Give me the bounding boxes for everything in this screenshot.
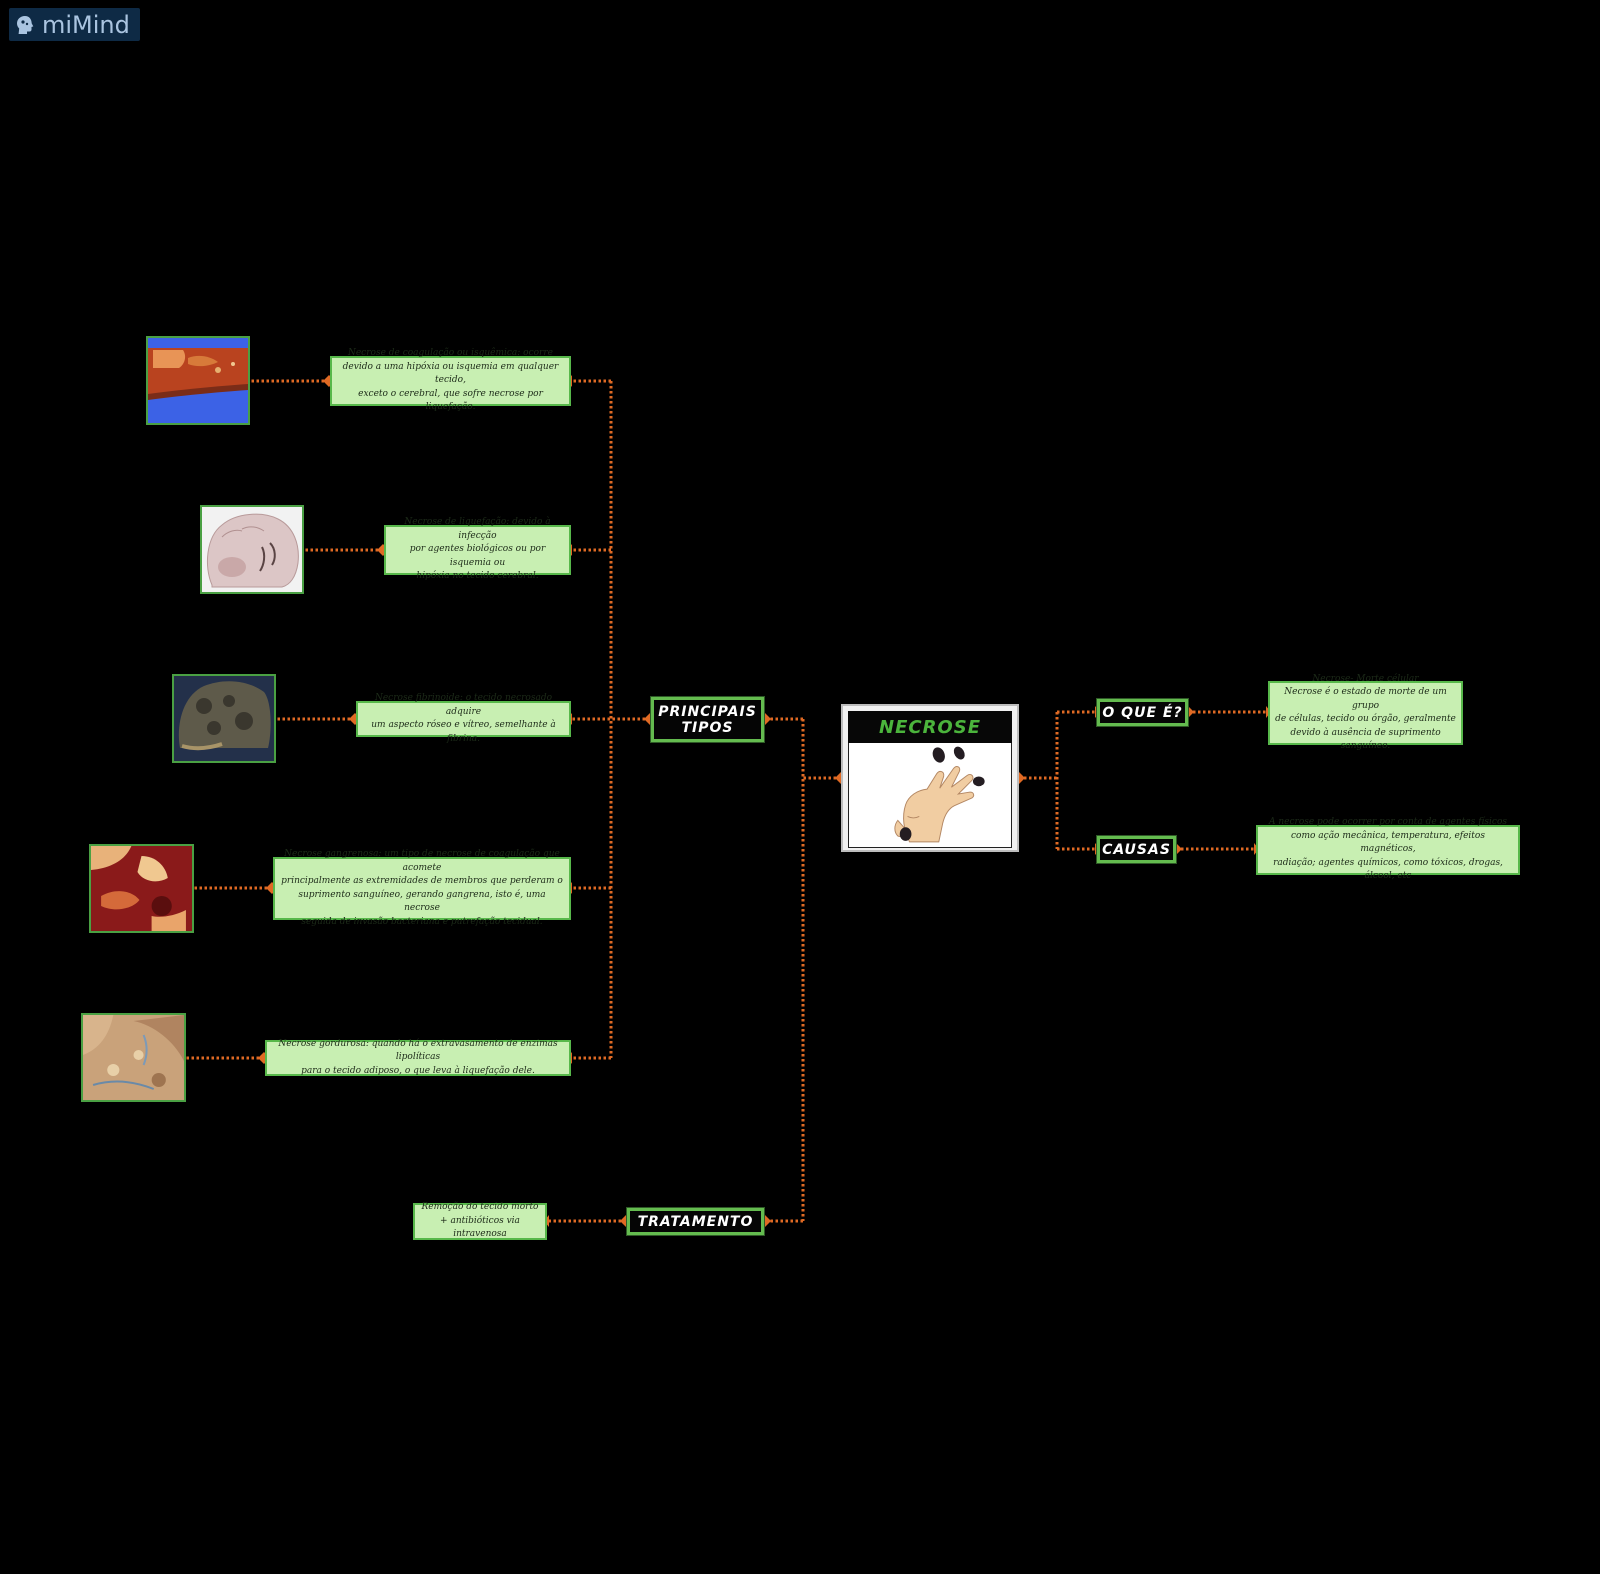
thumbnail-gordurosa	[81, 1013, 186, 1102]
note-fibrinoide: Necrose fibrinoide: o tecido necrosado a…	[356, 693, 571, 744]
thumbnail-coagulacao	[146, 336, 250, 425]
note-coagulacao: Necrose de coagulação ou isquêmica: ocor…	[330, 348, 571, 412]
necrotic-hand-illustration	[848, 743, 1012, 848]
central-node-necrose[interactable]: NECROSE	[841, 704, 1019, 852]
fat-necrosis-tissue-photo	[83, 1015, 184, 1100]
mimind-watermark: miMind	[9, 8, 140, 41]
central-title: NECROSE	[848, 711, 1012, 743]
topic-principais-tipos[interactable]: PRINCIPAIS TIPOS	[650, 696, 765, 743]
watermark-text: miMind	[42, 10, 130, 39]
fibrinoid-tissue-photo	[174, 676, 274, 761]
coagulative-necrosis-photo	[148, 338, 248, 423]
note-causas: A necrose pode ocorrer por conta de agen…	[1256, 817, 1520, 881]
thumbnail-gangrenosa	[89, 844, 194, 933]
note-gordurosa: Necrose gordurosa: quando há o extravasa…	[265, 1039, 571, 1076]
topic-tratamento[interactable]: TRATAMENTO	[626, 1207, 765, 1236]
thumbnail-fibrinoide	[172, 674, 276, 763]
head-silhouette-icon	[17, 15, 34, 34]
note-gangrenosa: Necrose gangrenosa: um tipo de necrose d…	[273, 849, 571, 927]
thumbnail-liquefacao	[200, 505, 304, 594]
note-o-que-e: Necrose- Morte célular Necrose é o estad…	[1268, 674, 1463, 751]
gangrenous-tissue-photo	[91, 846, 192, 931]
topic-causas[interactable]: CAUSAS	[1096, 835, 1177, 864]
brain-section-photo	[202, 507, 302, 592]
note-tratamento: Remoção do tecido morto + antibióticos v…	[413, 1202, 547, 1240]
note-liquefacao: Necrose de liquefação: devido à infecção…	[384, 517, 571, 581]
topic-o-que-e[interactable]: O QUE É?	[1096, 698, 1189, 727]
